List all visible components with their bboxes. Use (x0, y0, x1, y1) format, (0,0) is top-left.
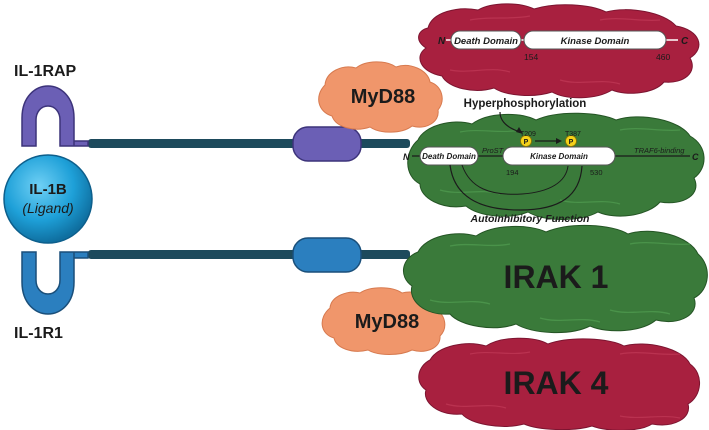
irak4-kinase-domain-label: Kinase Domain (561, 36, 630, 47)
irak4-pos-start: 154 (524, 52, 538, 62)
irak1-label: IRAK 1 (504, 259, 609, 295)
irak1-kinase-domain-label: Kinase Domain (530, 152, 588, 161)
autoinhibitory-arc-inner (461, 164, 569, 195)
il1rap-tir-domain (292, 126, 362, 162)
irak1-c-term: C (692, 152, 699, 162)
myd88-bottom-blob (321, 287, 446, 355)
irak4-main-blob (418, 337, 700, 430)
irak1-traf6-label: TRAF6-binding (634, 146, 685, 155)
irak1-death-domain-label: Death Domain (422, 152, 476, 161)
autoinhibitory-arc-outer (449, 164, 583, 211)
irak4-n-term: N (438, 36, 446, 47)
t209-arrow-head (556, 138, 562, 144)
irak1-top-blob (407, 112, 705, 220)
t209-p-label: P (524, 139, 529, 146)
irak1-pos-start: 194 (506, 168, 519, 177)
il1r1-receptor-body (21, 251, 89, 315)
irak4-kinase-domain (523, 30, 667, 50)
hyperphosphorylation-arrow-head (516, 127, 523, 134)
irak1-t209-label: T209 (520, 131, 536, 138)
irak4-top-blob (418, 3, 700, 99)
irak4-c-term: C (681, 36, 689, 47)
autoinhibitory-label: Autoinhibitory Function (470, 213, 590, 225)
myd88-top-label: MyD88 (351, 86, 415, 108)
irak1-kinase-domain (502, 146, 616, 166)
irak1-n-term: N (403, 152, 410, 162)
irak4-death-domain-label: Death Domain (454, 36, 518, 47)
il1rap-label: IL-1RAP (14, 63, 77, 80)
t387-p-label: P (569, 139, 574, 146)
irak4-pos-end: 460 (656, 52, 670, 62)
il1r1-tir-domain (292, 237, 362, 273)
irak1-pos-end: 530 (590, 168, 603, 177)
irak1-main-blob (403, 225, 708, 334)
ligand-sphere (3, 154, 93, 244)
irak1-main-texture (429, 241, 691, 323)
hyperphosphorylation-label: Hyperphosphorylation (464, 98, 587, 110)
irak1-t387-label: T387 (565, 131, 581, 138)
irak4-death-domain (450, 30, 522, 50)
myd88-bottom-label: MyD88 (355, 311, 419, 333)
ligand-sub-label: (Ligand) (22, 200, 73, 216)
irak4-label: IRAK 4 (504, 365, 609, 401)
t387-phospho-icon (565, 135, 577, 147)
irak1-death-domain (419, 146, 479, 166)
myd88-top-blob (318, 61, 443, 133)
irak4-main-texture (445, 351, 681, 419)
irak1-prost-label: ProST (482, 146, 505, 155)
t209-phospho-icon (520, 135, 532, 147)
ligand-name-label: IL-1B (29, 181, 67, 198)
il1r1-label: IL-1R1 (14, 325, 63, 342)
il1rap-receptor-body (21, 85, 89, 147)
irak4-top-texture (449, 15, 661, 85)
